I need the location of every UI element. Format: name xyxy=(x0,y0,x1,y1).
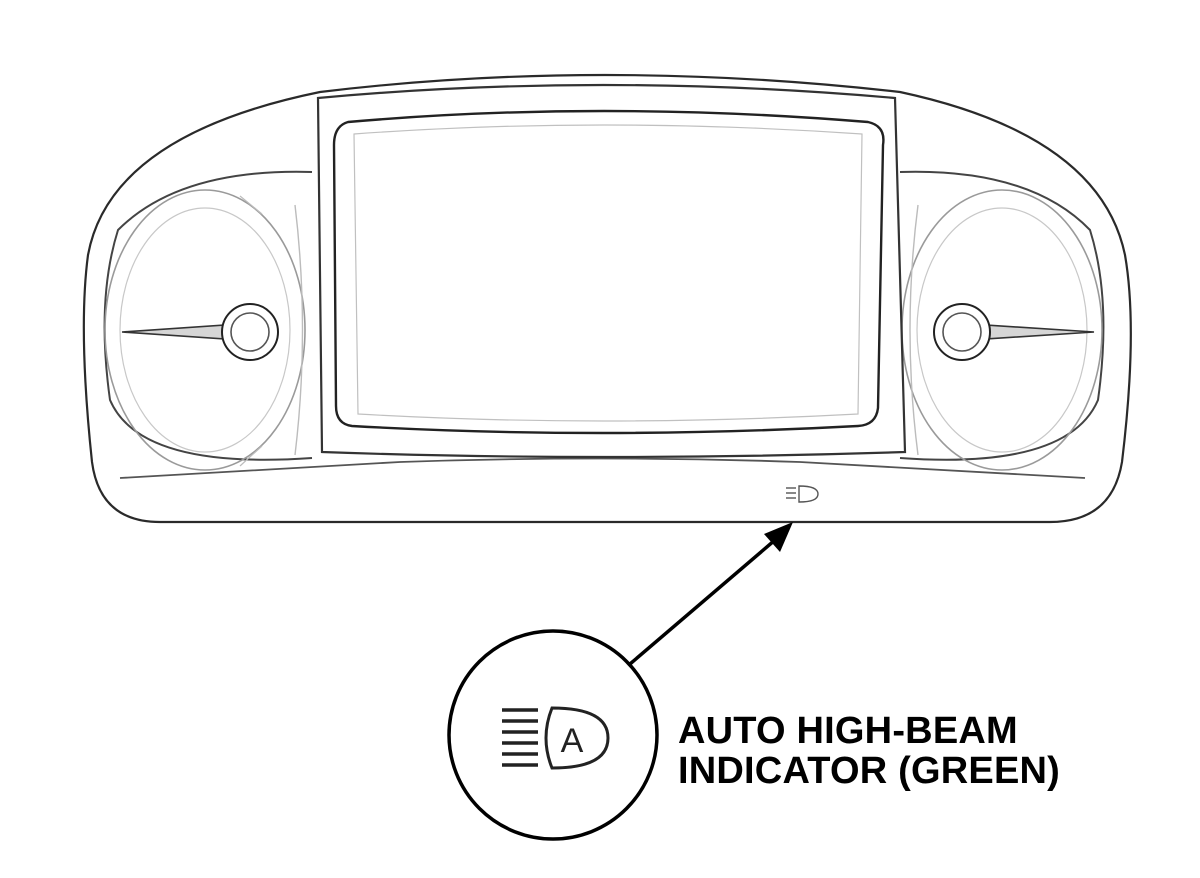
auto-high-beam-icon: A xyxy=(502,706,610,770)
cluster-indicator-lamp xyxy=(786,485,819,503)
left-gauge-needle xyxy=(121,303,279,361)
label-line-1: AUTO HIGH-BEAM xyxy=(678,710,1018,752)
auto-high-beam-label: AUTO HIGH-BEAM INDICATOR (GREEN) xyxy=(678,711,1060,791)
cluster-lower-contour xyxy=(119,457,1086,479)
cluster-housing xyxy=(82,73,1132,524)
left-gauge xyxy=(103,170,313,471)
callout-arrow xyxy=(628,522,793,666)
right-gauge xyxy=(899,170,1105,471)
label-line-2: INDICATOR (GREEN) xyxy=(678,750,1060,792)
callout-circle xyxy=(447,629,659,841)
center-display-screen xyxy=(332,109,885,435)
right-gauge-needle xyxy=(933,303,1095,361)
auto-high-beam-icon-letter: A xyxy=(561,722,584,760)
